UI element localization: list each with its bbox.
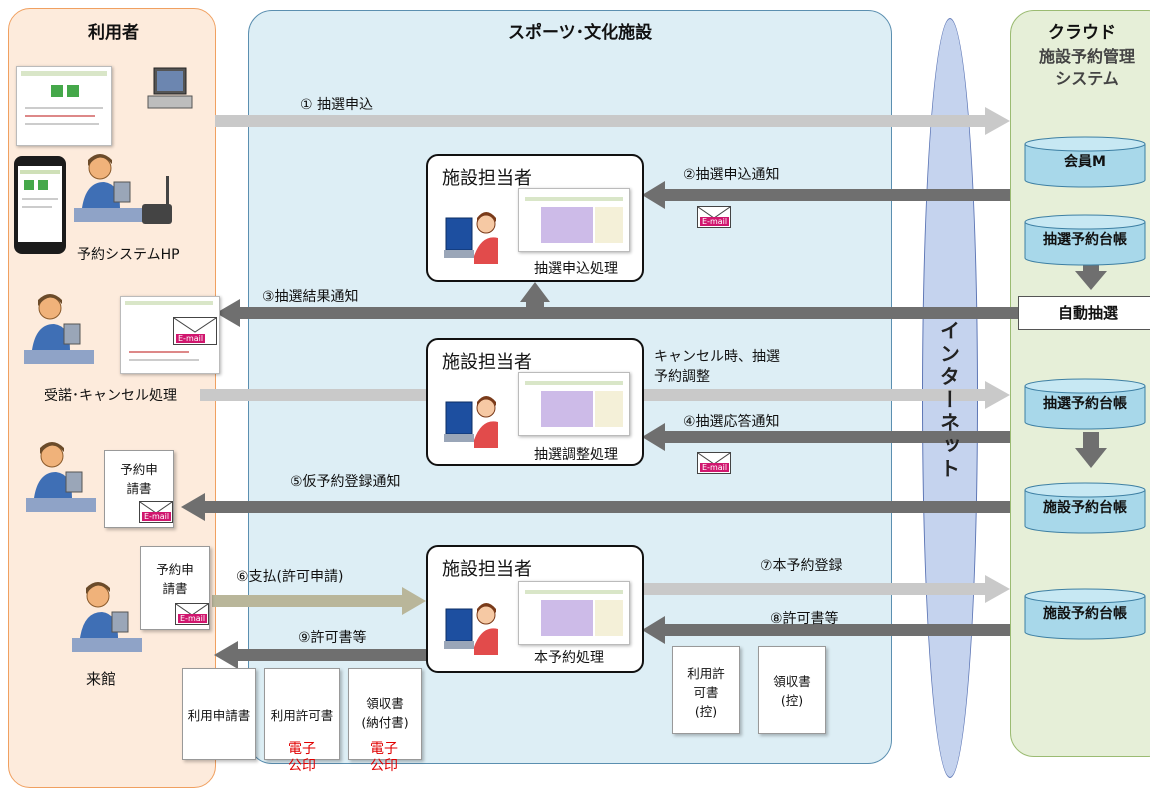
user-label-hp: 予約システムHP — [77, 247, 180, 263]
arrow-7 — [640, 575, 1010, 603]
facility-title: スポーツ･文化施設 — [508, 23, 653, 43]
email-icon: E-mail — [173, 317, 217, 345]
user-label-visit: 来館 — [86, 670, 117, 688]
email-icon: E-mail — [175, 603, 209, 625]
arrow-5 — [181, 493, 1010, 521]
flow-label-6: ⑥支払(許可申請) — [236, 569, 344, 585]
flow-label-5: ⑤仮予約登録通知 — [290, 474, 401, 490]
process-label: 本予約処理 — [534, 650, 604, 666]
receipt-doc: 領収書 (納付書) — [348, 668, 422, 760]
arrow-8 — [642, 616, 1010, 644]
auto-lottery-box: 自動抽選 — [1018, 296, 1150, 330]
process-label: 抽選申込処理 — [534, 261, 618, 277]
permit-copy-doc: 利用許 可書 (控) — [672, 646, 740, 734]
user-person-icon — [24, 294, 94, 364]
flow-label-7: ⑦本予約登録 — [760, 558, 843, 574]
flow-label-4: ④抽選応答通知 — [683, 414, 780, 430]
flow-label-8: ⑧許可書等 — [770, 611, 839, 627]
db-label: 施設予約台帳 — [1043, 606, 1127, 622]
db-lottery-ledger: 抽選予約台帳 — [1024, 378, 1146, 430]
user-person-phone-icon — [74, 154, 172, 224]
user-label-cancel: 受諾･キャンセル処理 — [44, 388, 177, 404]
arrow-1 — [215, 107, 1010, 135]
process-label: 抽選調整処理 — [534, 447, 618, 463]
receipt-copy-doc: 領収書 (控) — [758, 646, 826, 734]
staff-person-icon — [442, 208, 502, 270]
email-icon: E-mail — [697, 206, 731, 228]
email-icon: E-mail — [697, 452, 731, 474]
db-member: 会員M — [1024, 136, 1146, 188]
staff-title: 施設担当者 — [442, 559, 532, 580]
cloud-system-title: 施設予約管理 システム — [1038, 47, 1135, 88]
arrow-9 — [214, 641, 428, 669]
electronic-seal: 電子 公印 — [288, 741, 316, 774]
reservation-request-doc-visit: 予約申 請書 E-mail — [140, 546, 210, 630]
user-title: 利用者 — [88, 23, 139, 43]
flow-label-3: ③抽選結果通知 — [262, 289, 359, 305]
staff-box-lottery-adjust: 施設担当者 抽選調整処理 — [426, 338, 644, 466]
db-lottery-ledger: 抽選予約台帳 — [1024, 214, 1146, 266]
use-permit-doc: 利用許可書 — [264, 668, 340, 760]
db-label: 会員M — [1064, 154, 1106, 170]
db-label: 施設予約台帳 — [1043, 500, 1127, 516]
db-facility-ledger: 施設予約台帳 — [1024, 482, 1146, 534]
staff-title: 施設担当者 — [442, 168, 532, 189]
staff-box-main-reservation: 施設担当者 本予約処理 — [426, 545, 644, 673]
cloud-title: クラウド — [1048, 23, 1116, 43]
smartphone-icon — [14, 156, 66, 254]
internet-label: インターネット — [936, 319, 961, 481]
admin-screen-image — [518, 372, 630, 436]
staff-person-icon — [442, 599, 502, 661]
flow-label-2: ②抽選申込通知 — [683, 167, 780, 183]
staff-person-icon — [442, 392, 502, 454]
use-application-doc: 利用申請書 — [182, 668, 256, 760]
staff-title: 施設担当者 — [442, 352, 532, 373]
email-icon: E-mail — [139, 501, 173, 523]
admin-screen-image — [518, 188, 630, 252]
result-email-screenshot: E-mail — [120, 296, 220, 374]
user-person-visit-icon — [72, 582, 142, 652]
db-label: 抽選予約台帳 — [1043, 396, 1127, 412]
arrow-3 — [216, 299, 1020, 327]
website-screenshot — [16, 66, 112, 146]
desktop-pc-icon — [147, 67, 193, 109]
cancel-note: キャンセル時、抽選 予約調整 — [654, 349, 780, 385]
reservation-request-doc: 予約申 請書 E-mail — [104, 450, 174, 528]
flow-label-1: ① 抽選申込 — [300, 97, 374, 113]
staff-box-lottery-apply: 施設担当者 抽選申込処理 — [426, 154, 644, 282]
arrow-6 — [212, 587, 426, 615]
admin-screen-image — [518, 581, 630, 645]
electronic-seal: 電子 公印 — [370, 741, 398, 774]
flow-label-9: ⑨許可書等 — [298, 630, 367, 646]
arrow-4 — [642, 423, 1010, 451]
arrow-2 — [642, 181, 1010, 209]
arrow-cloud-down-2 — [1075, 432, 1107, 468]
db-facility-ledger: 施設予約台帳 — [1024, 588, 1146, 640]
db-label: 抽選予約台帳 — [1043, 232, 1127, 248]
user-person-icon — [26, 442, 96, 512]
